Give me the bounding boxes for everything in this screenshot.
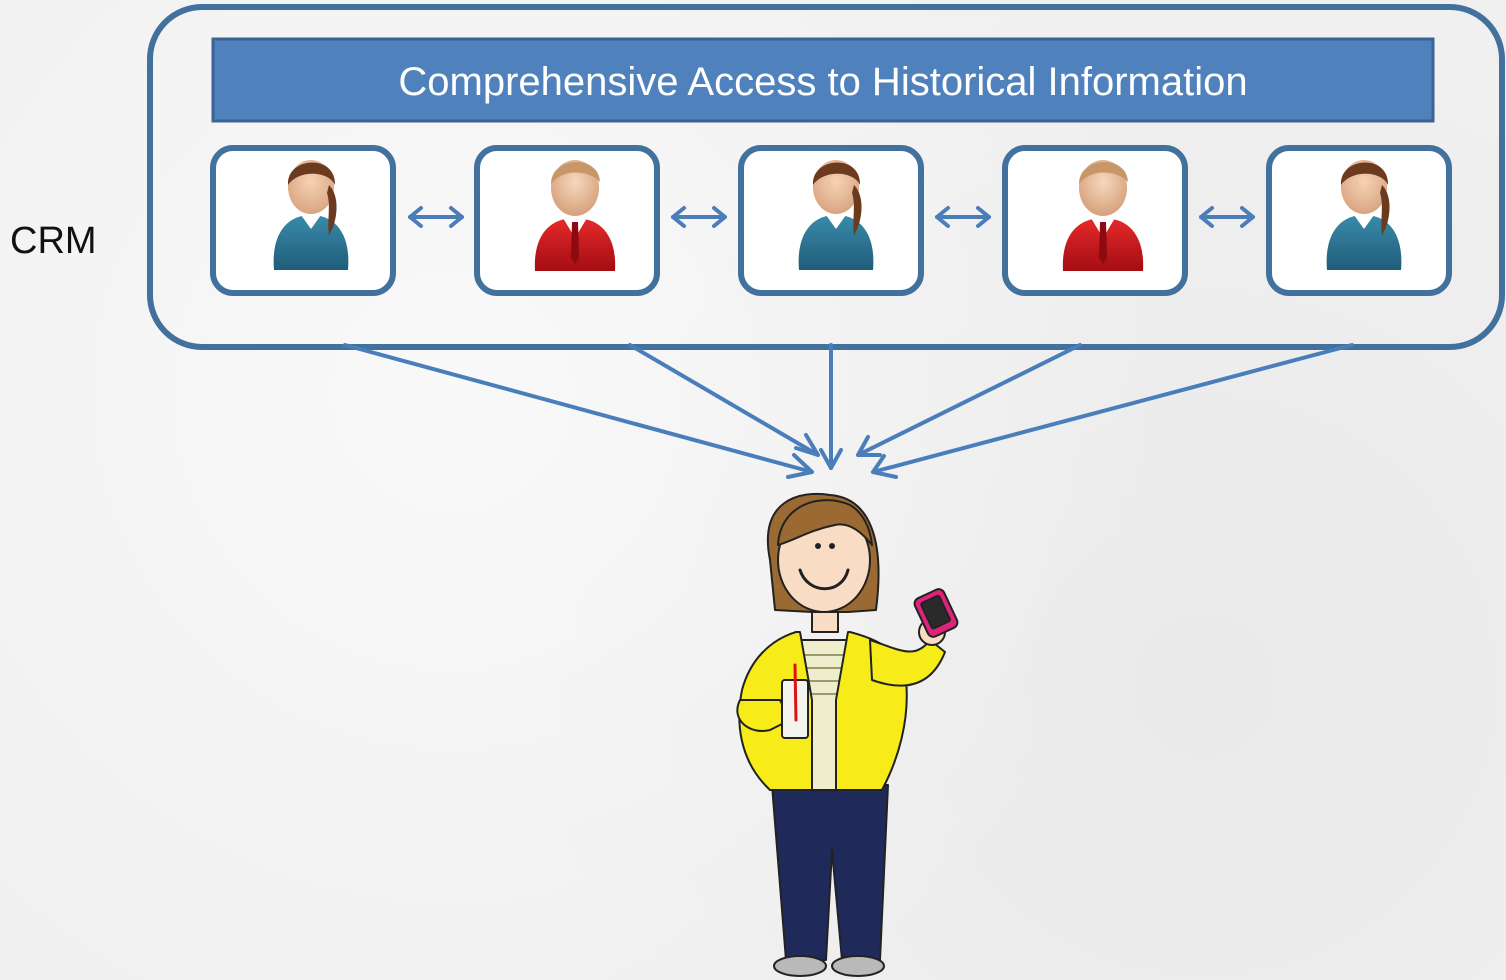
bidirectional-arrow-icon	[671, 206, 727, 228]
arrow-to-customer-2	[628, 343, 820, 457]
female-agent-icon	[273, 160, 349, 270]
agent-card-5	[1266, 145, 1452, 296]
female-agent-icon	[798, 160, 874, 270]
customer-figure	[736, 492, 959, 977]
agent-card-3	[738, 145, 924, 296]
arrow-to-customer-3	[819, 343, 843, 470]
agent-card-4	[1002, 145, 1188, 296]
agent-card-1	[210, 145, 396, 296]
arrow-to-customer-1	[343, 343, 814, 479]
converging-arrows	[343, 343, 1354, 479]
bidirectional-arrow-icon	[1199, 206, 1255, 228]
arrow-to-customer-5	[871, 343, 1354, 479]
bidirectional-arrow-icon	[935, 206, 991, 228]
male-agent-icon	[534, 160, 616, 271]
banner: Comprehensive Access to Historical Infor…	[211, 37, 1435, 123]
arrow-to-customer-4	[856, 343, 1082, 457]
bidirectional-arrow-icon	[408, 206, 464, 228]
female-agent-icon	[1326, 160, 1402, 270]
crm-label: CRM	[10, 220, 97, 262]
agent-card-2	[474, 145, 660, 296]
crm-frame	[147, 4, 1505, 350]
banner-title: Comprehensive Access to Historical Infor…	[398, 60, 1247, 104]
male-agent-icon	[1062, 160, 1144, 271]
